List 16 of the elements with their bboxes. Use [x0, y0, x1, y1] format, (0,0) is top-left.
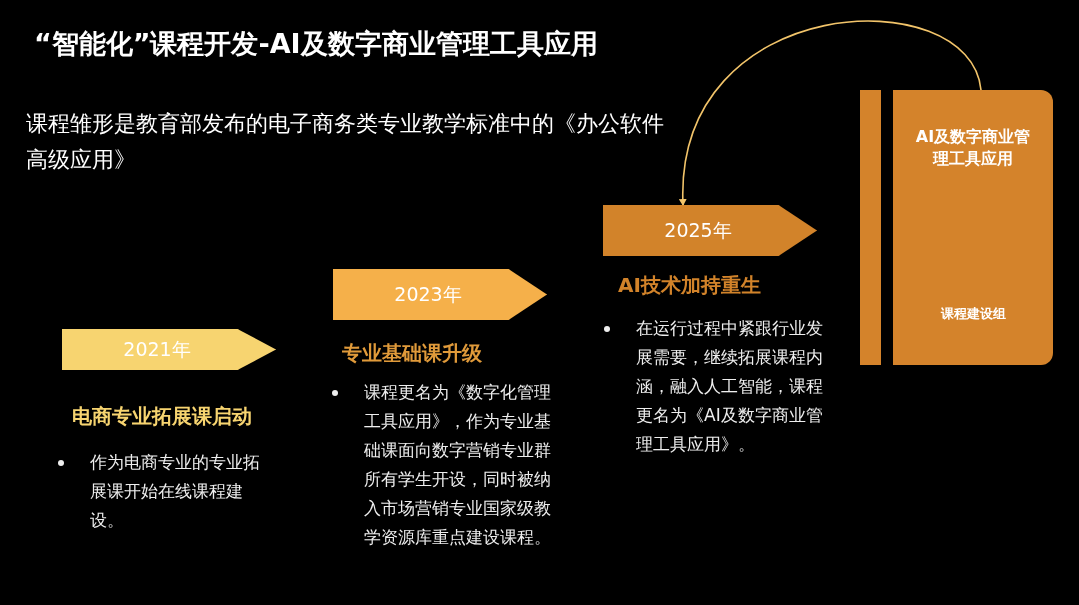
- bullet-text: 作为电商专业的专业拓展课开始在线课程建设。: [89, 451, 261, 532]
- milestone-heading: 专业基础课升级: [342, 340, 482, 367]
- book-title: AI及数字商业管理工具应用: [914, 126, 1032, 170]
- book-spine: [860, 90, 881, 365]
- slide-title: “智能化”课程开发-AI及数字商业管理工具应用: [34, 27, 598, 61]
- bullet-text: 课程更名为《数字化管理工具应用》，作为专业基础课面向数字营销专业群所有学生开设，同时被纳入市场营销专业国家级教学资源库重点建设课程。: [363, 381, 552, 549]
- year-chevron: 2023年: [333, 269, 547, 320]
- bullet-text: 在运行过程中紧跟行业发展需要，继续拓展课程内涵，融入人工智能，课程更名为《AI及数字商业管理工具应用》。: [635, 317, 824, 456]
- book-cover: [893, 90, 1053, 365]
- milestone-heading: AI技术加持重生: [618, 272, 761, 299]
- year-chevron: 2021年: [62, 329, 276, 370]
- milestone-heading: 电商专业拓展课启动: [72, 403, 252, 430]
- book-author: 课程建设组: [940, 305, 1006, 323]
- intro-text: 课程雏形是教育部发布的电子商务类专业教学标准中的《办公软件高级应用》: [26, 110, 665, 174]
- year-chevron: 2025年: [603, 205, 817, 256]
- curved-arrow: [679, 20, 982, 206]
